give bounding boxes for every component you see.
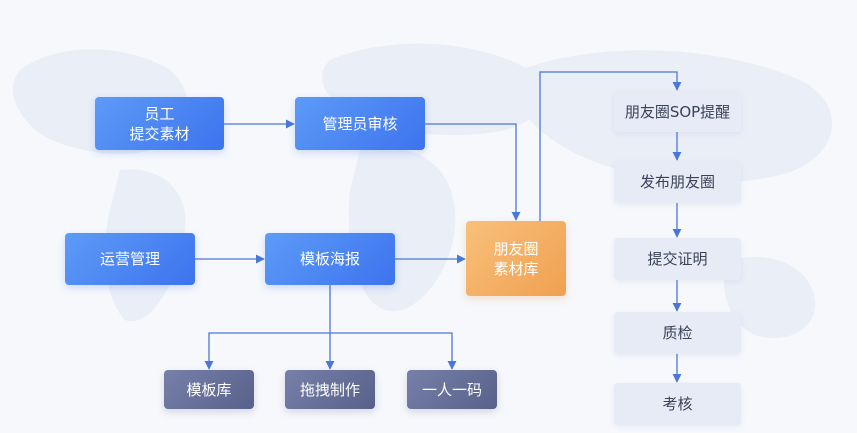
node-quality-check: 质检	[614, 312, 741, 354]
node-submit-proof-label: 提交证明	[647, 250, 708, 268]
node-drag-create: 拖拽制作	[285, 370, 375, 409]
node-assessment-label: 考核	[662, 395, 693, 413]
node-employee-line1: 员工	[144, 104, 175, 123]
node-quality-check-label: 质检	[662, 324, 693, 342]
node-drag-create-label: 拖拽制作	[299, 380, 360, 399]
line-branch-left	[204, 332, 330, 370]
node-sop-reminder: 朋友圈SOP提醒	[614, 91, 741, 132]
node-assessment: 考核	[614, 383, 741, 425]
node-template-library: 模板库	[164, 370, 254, 409]
node-employee-line2: 提交素材	[129, 124, 190, 143]
node-one-code-label: 一人一码	[421, 380, 482, 399]
node-admin-review: 管理员审核	[295, 97, 425, 150]
node-template-library-label: 模板库	[186, 380, 232, 399]
node-template-poster-label: 模板海报	[299, 250, 360, 268]
node-library-line1: 朋友圈	[493, 239, 539, 258]
node-admin-review-label: 管理员审核	[322, 114, 398, 133]
node-publish-moments: 发布朋友圈	[614, 161, 741, 203]
node-operations-label: 运营管理	[99, 250, 160, 268]
arrow-review-to-library	[425, 123, 521, 221]
node-operations: 运营管理	[65, 233, 195, 285]
arrow-library-to-sop	[539, 71, 682, 221]
node-submit-proof: 提交证明	[614, 238, 741, 280]
line-branch-right	[330, 332, 457, 370]
node-sop-reminder-label: 朋友圈SOP提醒	[624, 102, 731, 121]
node-employee-submit: 员工 提交素材	[95, 97, 224, 150]
node-template-poster: 模板海报	[265, 233, 395, 285]
node-library-line2: 素材库	[493, 259, 539, 278]
node-moments-library: 朋友圈 素材库	[466, 221, 566, 296]
node-one-person-one-code: 一人一码	[407, 370, 497, 409]
node-publish-moments-label: 发布朋友圈	[639, 173, 715, 191]
